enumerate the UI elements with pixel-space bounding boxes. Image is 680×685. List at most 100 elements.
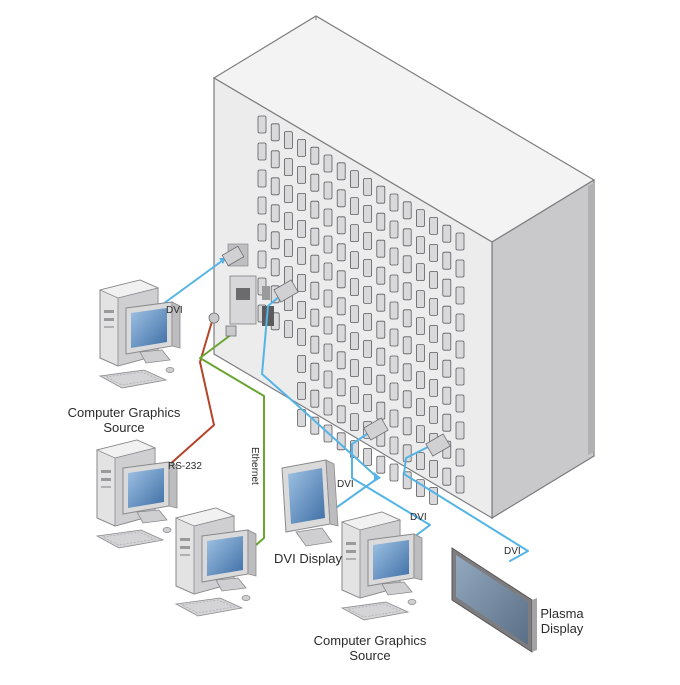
dvi-port [297, 300, 307, 319]
dvi-port [455, 340, 465, 359]
dvi-port [415, 236, 425, 255]
dvi-port [455, 448, 465, 467]
dvi-port [442, 359, 452, 378]
dvi-port [402, 363, 412, 382]
dvi-port [283, 131, 293, 150]
dvi-port [429, 378, 439, 397]
caption-line: Display [540, 621, 584, 636]
dvi-port [297, 246, 307, 265]
dvi-cable-display [261, 295, 379, 511]
dvi-port [389, 328, 399, 347]
caption-line: Source [349, 648, 391, 663]
dvi-port [376, 320, 386, 339]
dvi-port [429, 405, 439, 424]
dvi-port [363, 204, 373, 223]
caption-line: Source [103, 420, 145, 435]
dvi-port [376, 185, 386, 204]
computer-graphics-source-top-icon [99, 279, 181, 389]
dvi-port [349, 332, 359, 351]
dvi-port [257, 115, 267, 134]
dvi-port [376, 239, 386, 258]
dvi-port [455, 394, 465, 413]
dvi-port [376, 374, 386, 393]
dvi-port [442, 224, 452, 243]
dvi-port [389, 382, 399, 401]
dvi-port [363, 339, 373, 358]
caption-line: Plasma [540, 606, 584, 621]
dvi-port [429, 297, 439, 316]
dvi-port [415, 290, 425, 309]
dvi-port [402, 444, 412, 463]
dvi-port [376, 347, 386, 366]
dvi-port [323, 154, 333, 173]
dvi-port [402, 336, 412, 355]
dvi-port [310, 227, 320, 246]
dvi-port [376, 212, 386, 231]
dvi-display-caption: DVI Display [274, 551, 342, 566]
dvi-port [323, 262, 333, 281]
dvi-port [336, 270, 346, 289]
dvi-port [429, 324, 439, 343]
ethernet-cable-label: Ethernet [249, 447, 260, 485]
dvi-port [455, 313, 465, 332]
computer-graphics-source-bottom-caption: Computer Graphics Source [308, 633, 432, 663]
dvi-port [455, 286, 465, 305]
dvi-port [442, 413, 452, 432]
dvi-port [270, 231, 280, 250]
dvi-port [363, 312, 373, 331]
dvi-port [283, 320, 293, 339]
dvi-port [336, 189, 346, 208]
dvi-plasma-cable-label: DVI [504, 546, 521, 557]
dvi-port [297, 327, 307, 346]
dvi-cable-input [162, 257, 227, 305]
dvi-port [270, 258, 280, 277]
dvi-port [363, 285, 373, 304]
dvi-port [257, 250, 267, 269]
dvi-port [389, 247, 399, 266]
dvi-port [336, 216, 346, 235]
dvi-port [349, 170, 359, 189]
caption-line: Computer Graphics [67, 405, 181, 420]
ethernet-cable [199, 333, 265, 553]
dvi-port [297, 138, 307, 157]
dvi-port [363, 177, 373, 196]
dvi-source-cable-label: DVI [410, 512, 427, 523]
dvi-port [336, 297, 346, 316]
dvi-port [376, 266, 386, 285]
dvi-port [455, 475, 465, 494]
dvi-port [336, 162, 346, 181]
dvi-port [402, 309, 412, 328]
dvi-port [442, 251, 452, 270]
dvi-port [442, 305, 452, 324]
power-switch [236, 288, 250, 300]
dvi-port [442, 278, 452, 297]
dvi-port [257, 223, 267, 242]
dvi-port [363, 231, 373, 250]
dvi-port [389, 193, 399, 212]
dvi-port [323, 343, 333, 362]
dvi-port [323, 235, 333, 254]
plasma-display-icon [451, 547, 537, 653]
connectors [208, 245, 451, 457]
rs232-cable-label: RS-232 [168, 461, 202, 472]
dvi-port [310, 281, 320, 300]
dvi-port [429, 216, 439, 235]
dvi-port [336, 324, 346, 343]
ethernet-controller-computer-icon [175, 507, 257, 617]
dvi-port [323, 289, 333, 308]
dvi-port [349, 386, 359, 405]
dvi-port [310, 173, 320, 192]
dvi-port [257, 196, 267, 215]
dvi-port [402, 390, 412, 409]
dvi-port [455, 367, 465, 386]
rs232-controller-computer-icon [96, 439, 178, 549]
dvi-display-cable-label: DVI [337, 479, 354, 490]
dvi-port [389, 220, 399, 239]
dvi-display-icon [281, 459, 339, 547]
dvi-port [336, 405, 346, 424]
dvi-port [283, 158, 293, 177]
dvi-port [389, 436, 399, 455]
dvi-port [283, 239, 293, 258]
